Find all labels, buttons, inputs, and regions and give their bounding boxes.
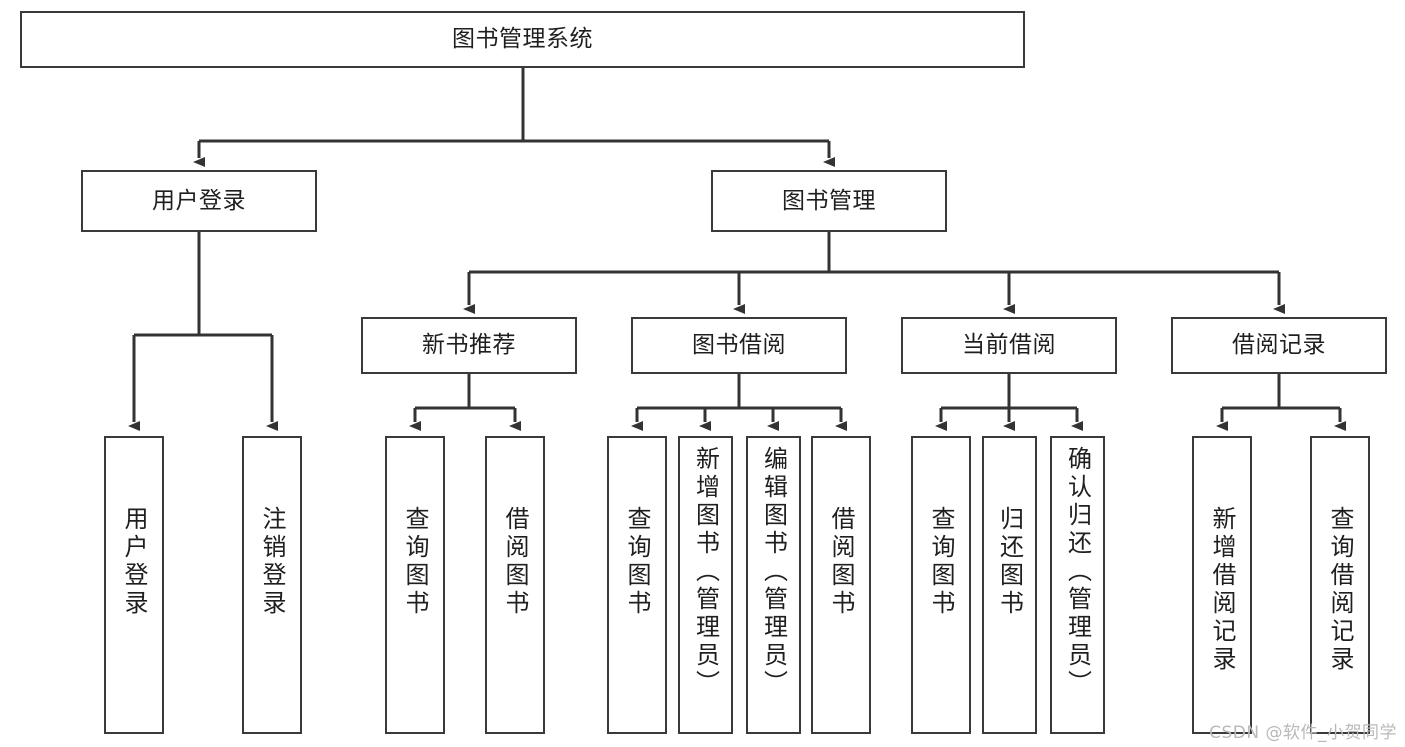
node-root-book-management-system[interactable]: 图书管理系统: [20, 11, 1025, 68]
leaf-book-borrow-borrow-book[interactable]: 借阅图书: [811, 436, 871, 734]
node-label: 用户登录: [152, 187, 246, 214]
leaf-book-borrow-add-book-admin[interactable]: 新增图书（管理员）: [678, 436, 733, 734]
node-label: 新增借阅记录: [1208, 506, 1236, 674]
node-label: 查询图书: [623, 506, 651, 618]
leaf-current-borrow-query-book[interactable]: 查询图书: [911, 436, 971, 734]
node-new-book-recommend[interactable]: 新书推荐: [361, 317, 577, 374]
node-label: 查询图书: [401, 506, 429, 618]
node-label: 编辑图书（管理员）: [759, 446, 788, 698]
leaf-user-login-login[interactable]: 用户登录: [104, 436, 164, 734]
leaf-book-borrow-edit-book-admin[interactable]: 编辑图书（管理员）: [746, 436, 801, 734]
node-book-management[interactable]: 图书管理: [711, 170, 947, 232]
node-label: 新增图书（管理员）: [691, 446, 720, 698]
node-label: 查询图书: [927, 506, 955, 618]
csdn-watermark: CSDN @软件_小贺同学: [1209, 723, 1397, 743]
node-current-borrow[interactable]: 当前借阅: [901, 317, 1117, 374]
leaf-borrow-record-query-record[interactable]: 查询借阅记录: [1310, 436, 1370, 734]
node-user-login[interactable]: 用户登录: [81, 170, 317, 232]
node-label: 新书推荐: [422, 332, 516, 359]
node-label: 当前借阅: [962, 332, 1056, 359]
node-label: 用户登录: [120, 506, 148, 618]
node-label: 借阅图书: [827, 506, 855, 618]
node-label: 注销登录: [258, 506, 286, 618]
node-label: 确认归还（管理员）: [1063, 446, 1092, 698]
leaf-user-login-logout[interactable]: 注销登录: [242, 436, 302, 734]
node-label: 图书管理系统: [452, 26, 593, 53]
node-book-borrow[interactable]: 图书借阅: [631, 317, 847, 374]
leaf-current-borrow-confirm-return-admin[interactable]: 确认归还（管理员）: [1050, 436, 1105, 734]
node-label: 图书管理: [782, 187, 876, 214]
node-label: 借阅图书: [501, 506, 529, 618]
leaf-new-book-query-book[interactable]: 查询图书: [385, 436, 445, 734]
node-label: 归还图书: [995, 506, 1024, 618]
node-label: 查询借阅记录: [1326, 506, 1354, 674]
leaf-book-borrow-query-book[interactable]: 查询图书: [607, 436, 667, 734]
node-borrow-record[interactable]: 借阅记录: [1171, 317, 1387, 374]
leaf-current-borrow-return-book[interactable]: 归还图书: [982, 436, 1037, 734]
node-label: 借阅记录: [1232, 332, 1326, 359]
node-label: 图书借阅: [692, 332, 786, 359]
leaf-borrow-record-add-record[interactable]: 新增借阅记录: [1192, 436, 1252, 734]
leaf-new-book-borrow-book[interactable]: 借阅图书: [485, 436, 545, 734]
